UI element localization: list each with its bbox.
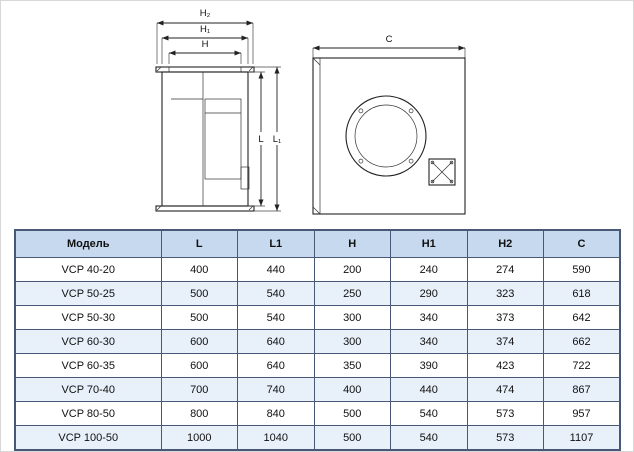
dim-label-c: C (386, 34, 393, 45)
dimension-cell: 1107 (543, 425, 621, 451)
column-header: H2 (466, 229, 544, 258)
dimension-cell: 540 (237, 305, 315, 330)
dimension-cell: 1040 (237, 425, 315, 451)
terminal-box (240, 166, 250, 190)
dim-label-l: L (258, 134, 263, 145)
technical-drawing: H₂ H₁ H (155, 8, 466, 215)
model-cell: VCP 40-20 (14, 257, 162, 282)
dimension-cell: 540 (390, 425, 468, 451)
dimension-cell: 300 (313, 329, 391, 354)
dimension-cell: 323 (466, 281, 544, 306)
model-cell: VCP 100-50 (14, 425, 162, 451)
dimension-cell: 722 (543, 353, 621, 378)
dimension-cell: 640 (237, 353, 315, 378)
dimension-cell: 390 (390, 353, 468, 378)
dimension-cell: 600 (160, 329, 238, 354)
dimension-cell: 290 (390, 281, 468, 306)
column-header: L1 (237, 229, 315, 258)
top-flange (155, 66, 255, 73)
dimension-cell: 500 (313, 425, 391, 451)
bottom-flange (155, 205, 255, 212)
dimension-cell: 573 (466, 425, 544, 451)
column-header: L (160, 229, 238, 258)
dimension-cell: 300 (313, 305, 391, 330)
dimension-cell: 867 (543, 377, 621, 402)
dimension-cell: 957 (543, 401, 621, 426)
dim-label-h1: H₁ (200, 24, 210, 35)
dimension-cell: 250 (313, 281, 391, 306)
dimension-cell: 200 (313, 257, 391, 282)
dimension-cell: 540 (237, 281, 315, 306)
dimension-cell: 573 (466, 401, 544, 426)
dimension-cell: 640 (237, 329, 315, 354)
model-cell: VCP 50-30 (14, 305, 162, 330)
dimension-cell: 474 (466, 377, 544, 402)
dimension-cell: 540 (390, 401, 468, 426)
dimension-cell: 440 (390, 377, 468, 402)
dimension-cell: 400 (313, 377, 391, 402)
model-cell: VCP 50-25 (14, 281, 162, 306)
dimension-cell: 500 (160, 281, 238, 306)
junction-box (428, 158, 456, 186)
side-view-drawing: H₂ H₁ H (155, 8, 285, 212)
dimension-cell: 590 (543, 257, 621, 282)
column-header: Модель (14, 229, 162, 258)
front-panel (312, 57, 466, 215)
dimension-cell: 350 (313, 353, 391, 378)
dimension-cell: 800 (160, 401, 238, 426)
model-cell: VCP 60-30 (14, 329, 162, 354)
dimension-cell: 440 (237, 257, 315, 282)
dim-label-h: H (202, 39, 209, 50)
dimension-cell: 618 (543, 281, 621, 306)
column-header: C (543, 229, 621, 258)
dim-label-h2: H₂ (200, 8, 211, 19)
dimension-cell: 373 (466, 305, 544, 330)
dimension-cell: 340 (390, 305, 468, 330)
front-view-drawing: C (312, 34, 466, 215)
inlet-circle (345, 95, 427, 177)
dimension-cell: 374 (466, 329, 544, 354)
dimension-cell: 840 (237, 401, 315, 426)
dimension-cell: 340 (390, 329, 468, 354)
dimension-cell: 700 (160, 377, 238, 402)
model-cell: VCP 60-35 (14, 353, 162, 378)
dimension-cell: 1000 (160, 425, 238, 451)
column-header: H (313, 229, 391, 258)
model-cell: VCP 70-40 (14, 377, 162, 402)
dimension-cell: 662 (543, 329, 621, 354)
dimension-cell: 500 (313, 401, 391, 426)
motor-block (204, 98, 242, 180)
dimension-cell: 600 (160, 353, 238, 378)
model-cell: VCP 80-50 (14, 401, 162, 426)
dimension-cell: 240 (390, 257, 468, 282)
dimension-cell: 423 (466, 353, 544, 378)
dim-label-l1: L₁ (273, 134, 282, 145)
column-header: H1 (390, 229, 468, 258)
dimension-cell: 400 (160, 257, 238, 282)
fan-housing (161, 71, 249, 207)
inlet-inner-circle (354, 104, 418, 168)
dimension-cell: 500 (160, 305, 238, 330)
dimension-cell: 274 (466, 257, 544, 282)
dimension-cell: 642 (543, 305, 621, 330)
dimension-cell: 740 (237, 377, 315, 402)
